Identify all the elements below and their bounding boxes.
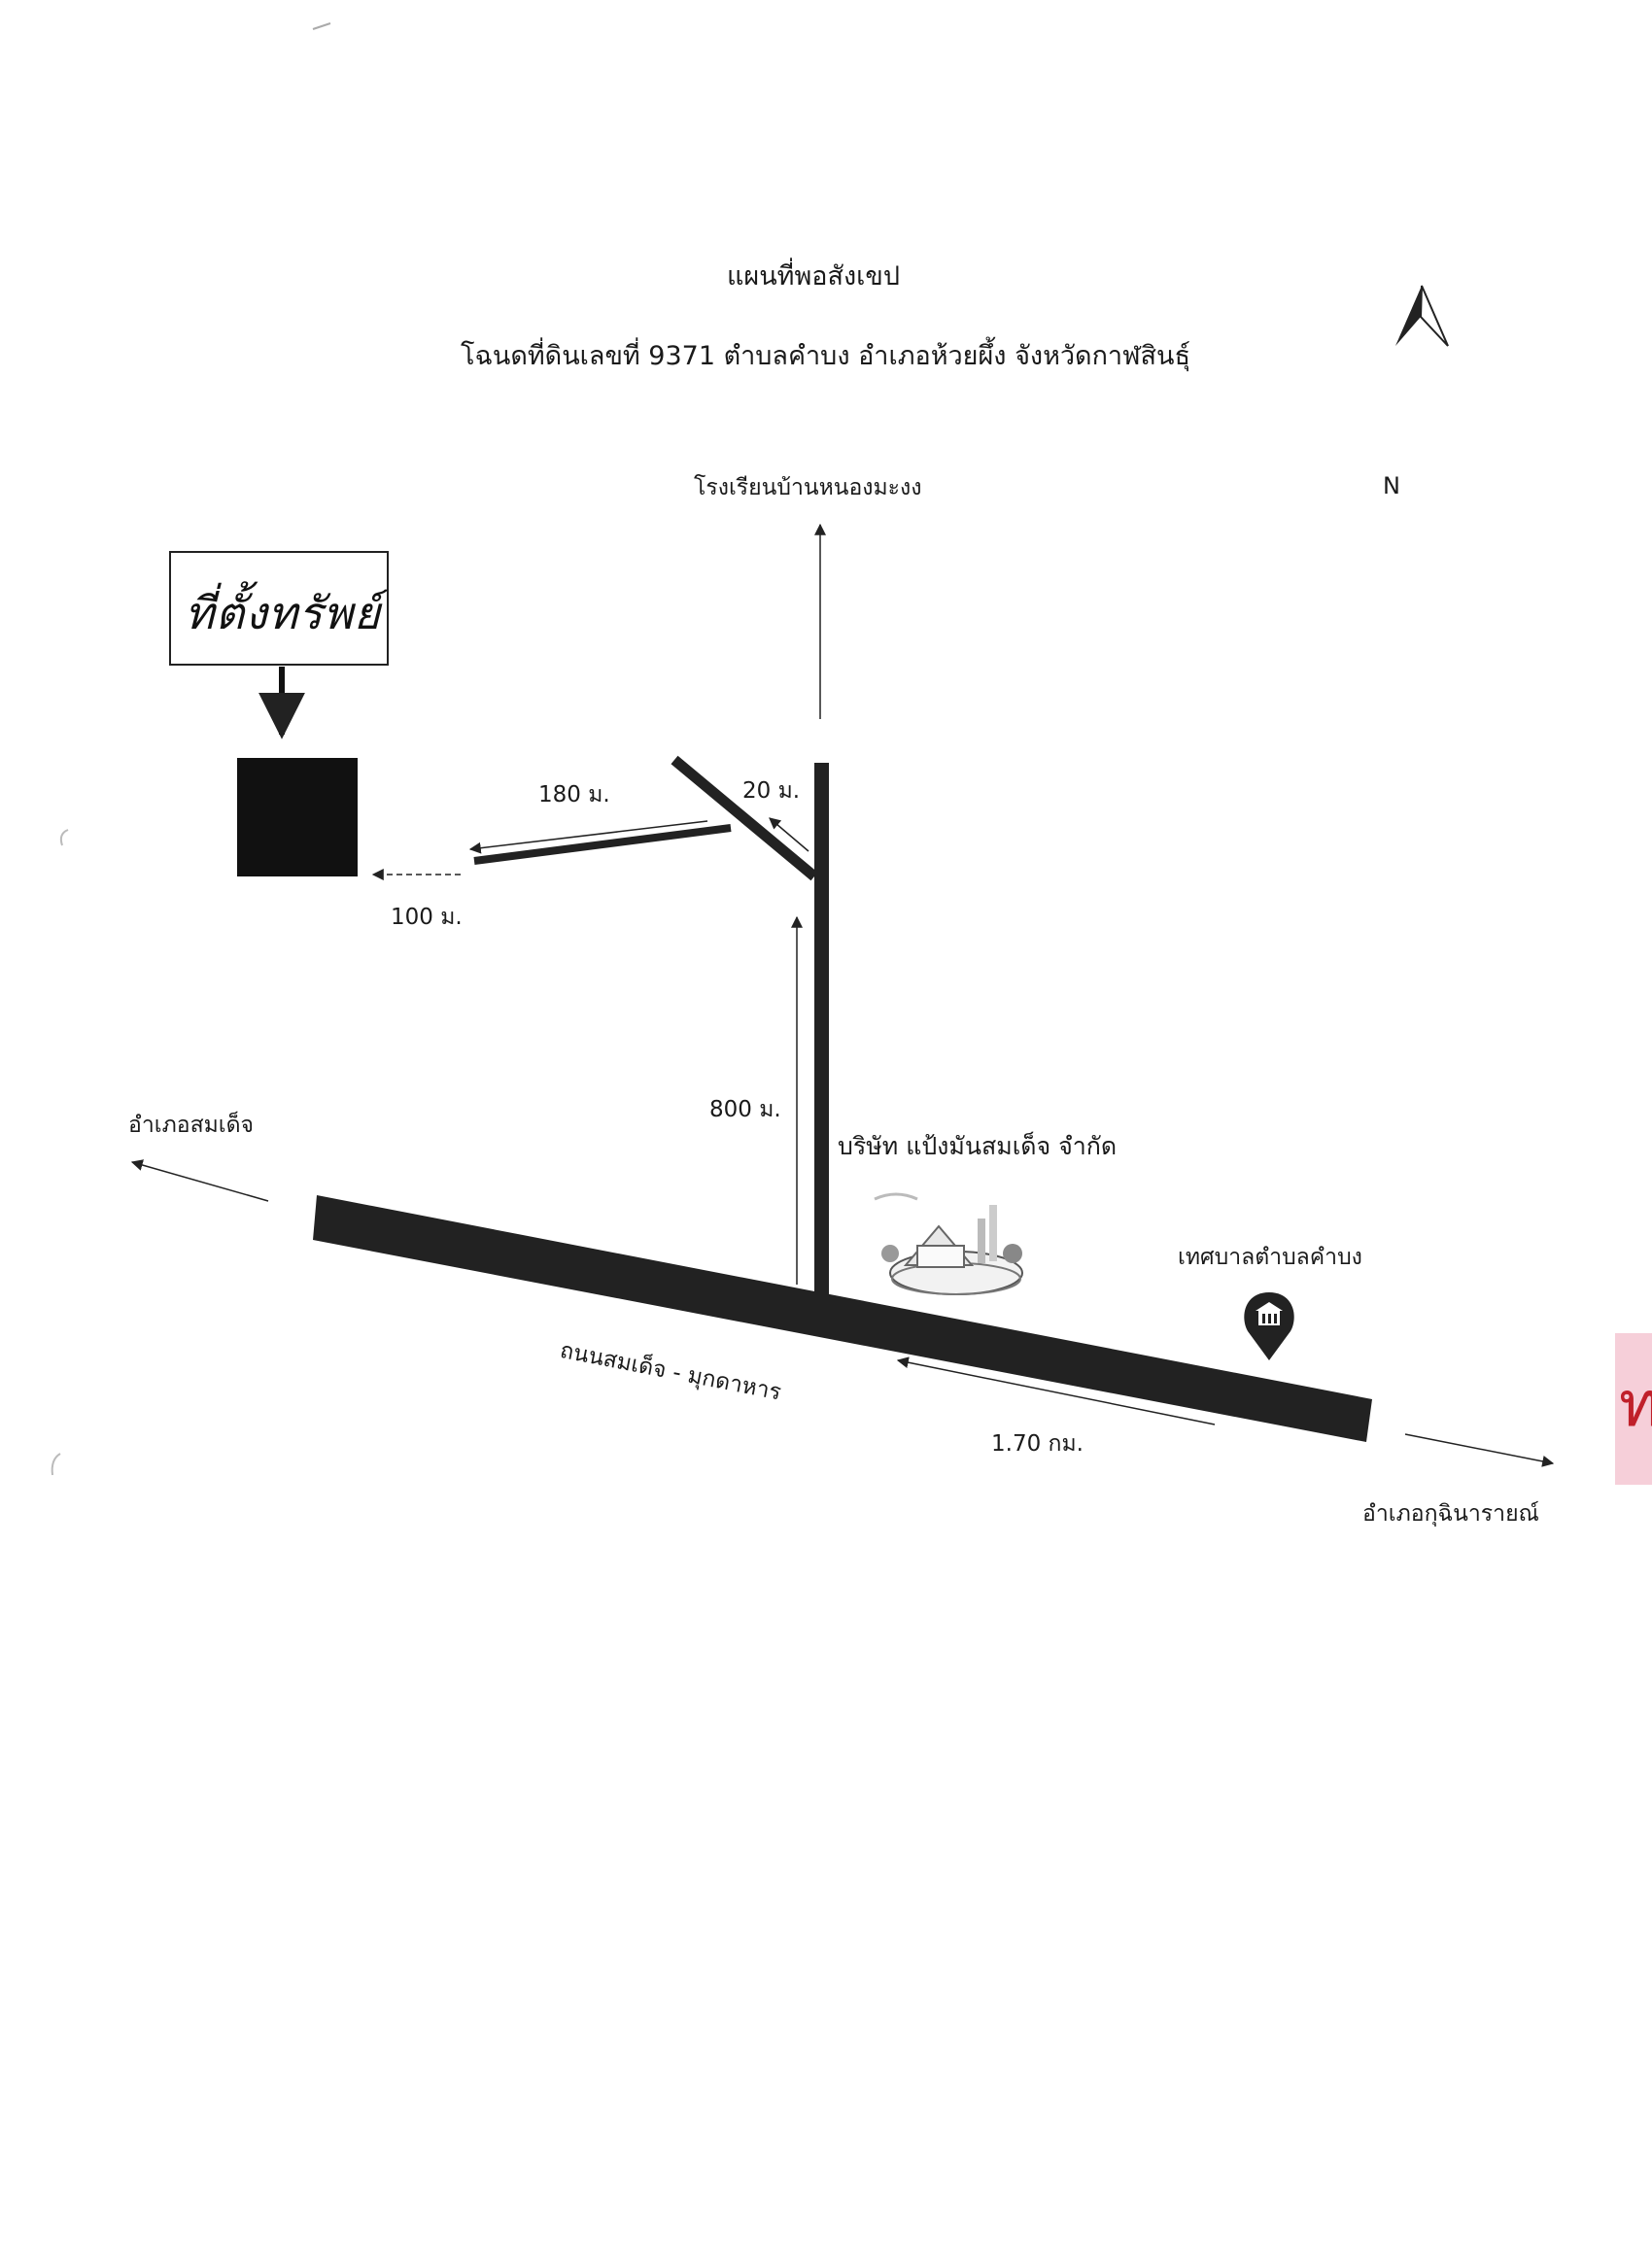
distance-180-label: 180 ม. [538, 782, 610, 807]
left-district-label: อำเภอสมเด็จ [128, 1113, 255, 1138]
left-district-arrow [130, 1159, 269, 1202]
company-label: บริษัท แป้งมันสมเด็จ จำกัด [838, 1132, 1118, 1160]
distance-170-label: 1.70 กม. [991, 1431, 1084, 1457]
map-subtitle: โฉนดที่ดินเลขที่ 9371 ตำบลคำบง อำเภอห้วย… [461, 341, 1190, 371]
property-sign: ที่ตั้งทรัพย์ [169, 551, 389, 666]
side-road [814, 763, 829, 1297]
municipality-label: เทศบาลตำบลคำบง [1178, 1245, 1362, 1270]
school-label: โรงเรียนบ้านหนองมะงง [694, 475, 922, 500]
edge-tab: ท [1615, 1333, 1652, 1485]
map-title: แผนที่พอสังเขป [727, 261, 900, 292]
location-pin-icon [1244, 1292, 1294, 1360]
edge-tab-mark: ท [1619, 1369, 1652, 1441]
distance-100-label: 100 ม. [391, 905, 463, 930]
distance-20-label: 20 ม. [742, 778, 801, 804]
arrow-180 [468, 820, 708, 854]
right-district-label: อำเภอกุฉินารายณ์ [1362, 1501, 1539, 1527]
north-arrow-icon [1395, 285, 1449, 347]
property-sign-text: ที่ตั้งทรัพย์ [185, 587, 381, 639]
factory-landmark-icon [874, 1192, 1023, 1295]
diagonal-road [671, 755, 818, 881]
main-road [313, 1195, 1372, 1442]
property-plot [237, 758, 358, 876]
right-district-arrow [1404, 1433, 1555, 1467]
arrow-20 [769, 817, 809, 852]
arrow-170 [896, 1356, 1216, 1425]
plot-road [473, 824, 732, 865]
distance-800-label: 800 ม. [709, 1097, 781, 1122]
north-label: N [1383, 472, 1400, 499]
